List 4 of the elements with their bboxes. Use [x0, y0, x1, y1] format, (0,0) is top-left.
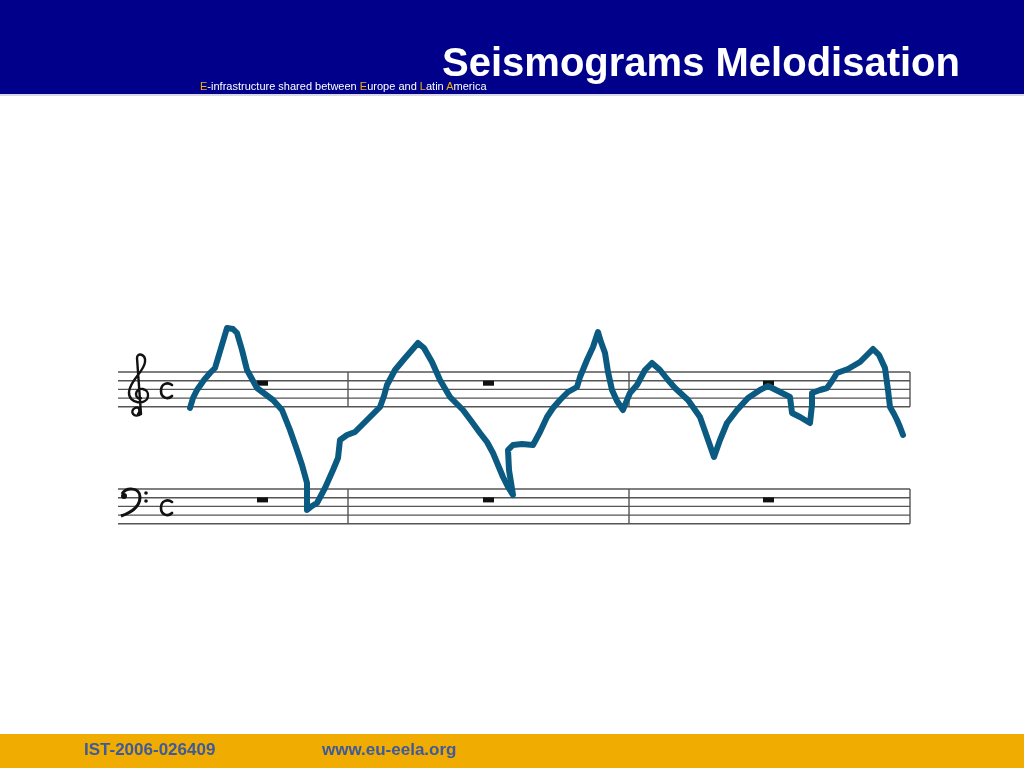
- tagline: E-infrastructure shared between Europe and Latin America: [200, 80, 487, 93]
- slide-title: Seismograms Melodisation: [442, 42, 960, 82]
- web-address: www.eu-eela.org: [322, 740, 457, 760]
- project-number: IST-2006-026409: [84, 740, 216, 760]
